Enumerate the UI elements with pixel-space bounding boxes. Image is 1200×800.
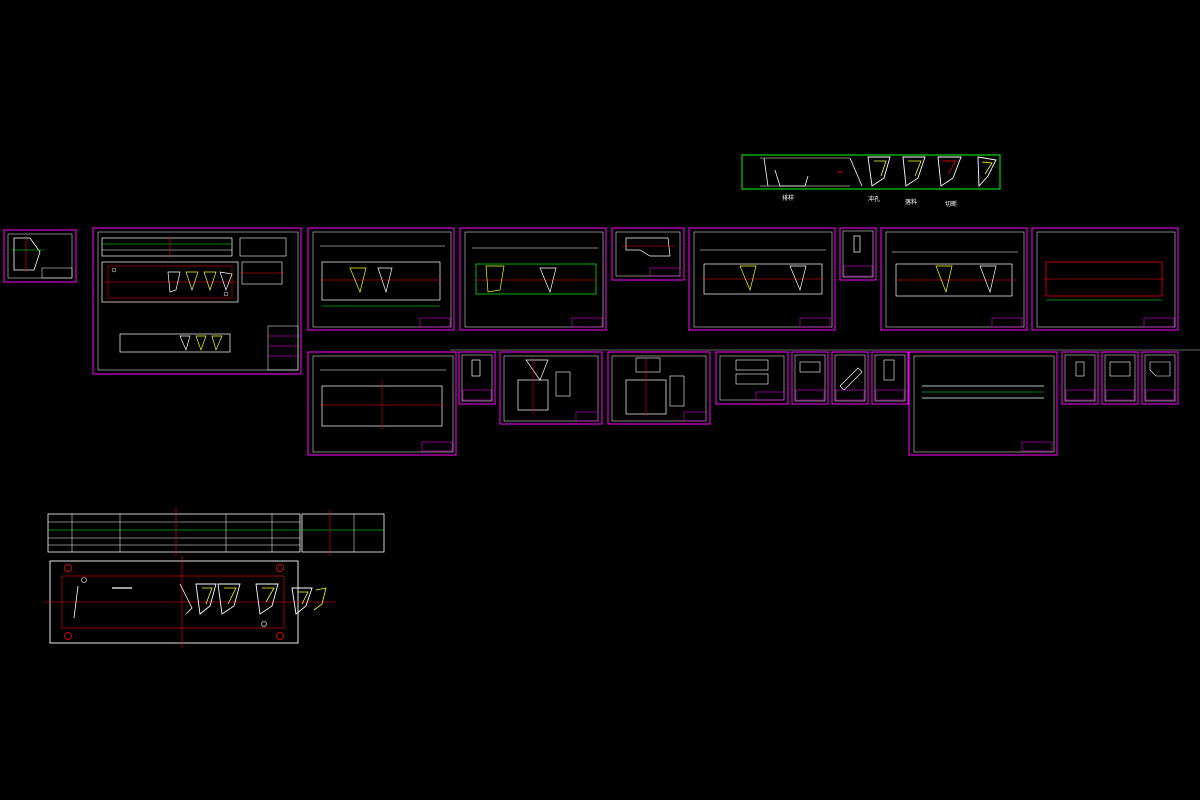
sheet-assembly[interactable]	[92, 227, 302, 375]
strip-label-d: 切断	[945, 200, 957, 208]
sheet-part-13[interactable]	[791, 351, 829, 405]
sheet-part-1[interactable]	[307, 227, 455, 331]
strip-label-a: 排样	[782, 194, 794, 202]
sheet-small-left[interactable]	[3, 229, 77, 283]
sheet-part-14[interactable]	[831, 351, 869, 405]
sheet-part-19[interactable]	[1141, 351, 1179, 405]
strip-layout-top: 排样 冲孔 落料 切断	[741, 154, 1001, 208]
sheet-part-2[interactable]	[459, 227, 607, 331]
sheet-part-9[interactable]	[458, 351, 496, 405]
plan-view[interactable]	[44, 556, 336, 648]
strip-label-c: 落料	[905, 198, 917, 206]
sheet-part-7[interactable]	[1031, 227, 1179, 331]
sheet-part-8[interactable]	[307, 351, 457, 456]
sheet-part-3[interactable]	[611, 227, 685, 281]
sheet-part-16[interactable]	[908, 351, 1058, 456]
sheet-part-4[interactable]	[688, 227, 836, 331]
sheet-part-15[interactable]	[871, 351, 909, 405]
sheet-part-11[interactable]	[607, 351, 711, 425]
sheet-part-5[interactable]	[839, 227, 877, 281]
sheet-part-6[interactable]	[880, 227, 1028, 331]
sheet-part-12[interactable]	[715, 351, 789, 405]
sheet-part-18[interactable]	[1101, 351, 1139, 405]
strip-label-b: 冲孔	[868, 195, 880, 203]
sheet-part-17[interactable]	[1061, 351, 1099, 405]
sheet-part-10[interactable]	[499, 351, 603, 425]
section-view[interactable]	[47, 508, 385, 556]
